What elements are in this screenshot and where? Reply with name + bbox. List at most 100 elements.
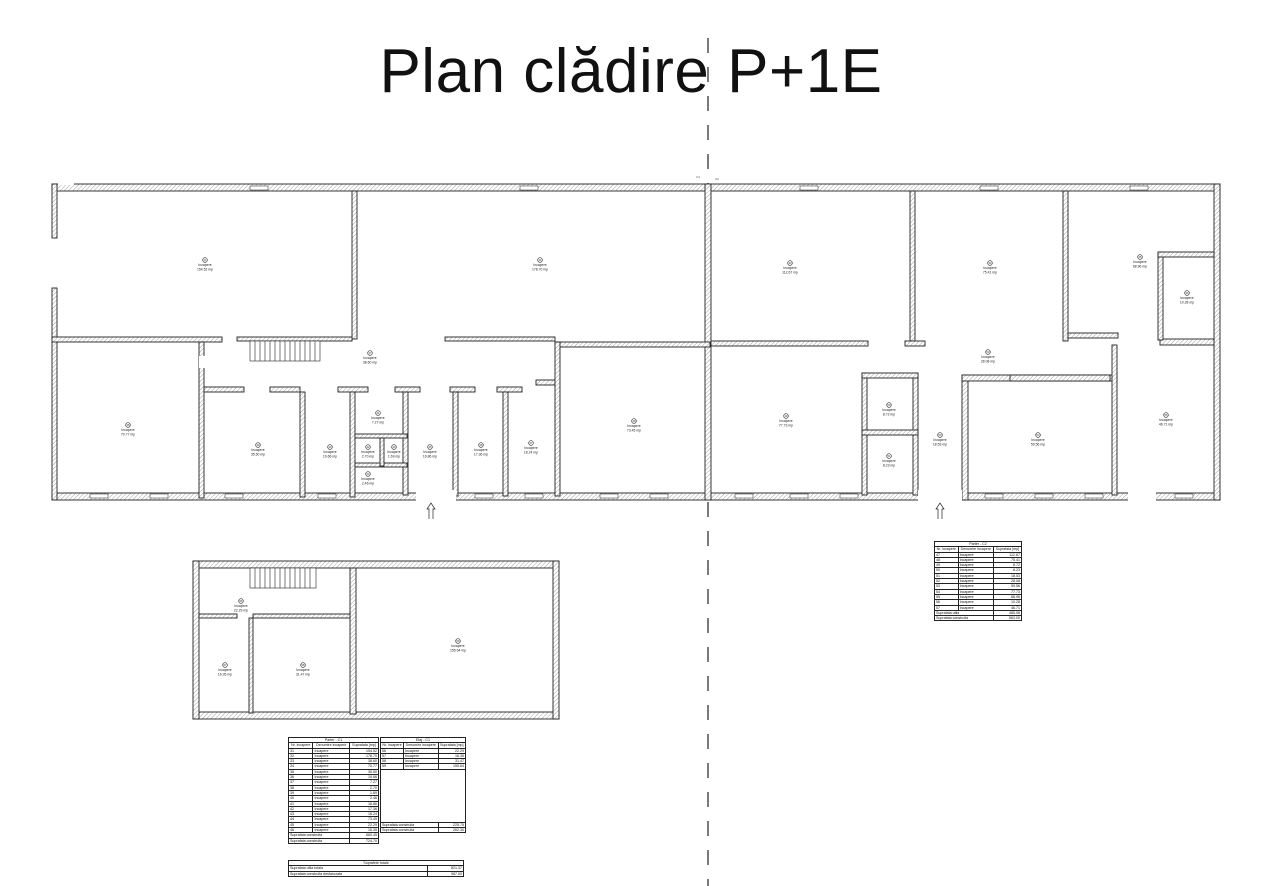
wall-v5: [198, 341, 205, 499]
window-marks: [89, 185, 1194, 499]
room-number: 32: [539, 258, 542, 262]
room-type: Incapere: [423, 450, 436, 454]
room-area: 75.41 mp: [983, 271, 997, 275]
room-number: 36: [1186, 291, 1189, 295]
room-type: Incapere: [361, 477, 374, 481]
room-number: 46: [480, 443, 483, 447]
room-number: 43: [393, 445, 396, 449]
room-type: Incapere: [121, 428, 134, 432]
room-area: 28.08 mp: [981, 360, 995, 364]
marker-c1: C1: [696, 175, 700, 179]
room-type: Incapere: [323, 450, 336, 454]
wall-h16: [496, 386, 523, 393]
wall-v10: [452, 391, 459, 497]
wall-v1: [351, 190, 358, 340]
room-type: Incapere: [1031, 438, 1044, 442]
room-number-circle: [427, 444, 433, 450]
room-type: Incapere: [474, 448, 487, 452]
room-number: 45: [429, 445, 432, 449]
col-header: Nr. incapere: [379, 742, 405, 749]
room-number: 50: [888, 403, 891, 407]
table-etaj-c1: Etaj - C1 Nr. incapere Denumire incapere…: [379, 736, 467, 834]
col-header: Suprafata [mp]: [992, 546, 1023, 553]
room-number-circle: [886, 402, 892, 408]
wall-h15: [449, 386, 476, 393]
room-type: Incapere: [779, 419, 792, 423]
col-header: Suprafata [mp]: [437, 742, 467, 749]
room-number-circle: [238, 598, 244, 604]
room-number-circle: [367, 350, 373, 356]
room-number-circle: [1137, 254, 1143, 260]
wall-v4: [1062, 190, 1069, 342]
room-number-circle: [985, 349, 991, 355]
entrance-arrow-left: [426, 502, 436, 519]
room-type: Incapere: [1180, 296, 1193, 300]
total-built-label: Suprafata construita desfasurata: [287, 870, 429, 877]
room-area: 16.35 mp: [218, 673, 232, 677]
room-area: 19.66 mp: [323, 455, 337, 459]
room-type: Incapere: [234, 604, 247, 608]
room-area: 154.52 mp: [197, 268, 213, 272]
wall-h3: [444, 336, 556, 342]
room-number-circle: [222, 662, 228, 668]
room-area: 10.28 mp: [1180, 301, 1194, 305]
plan-title: Plan clădire P+1E: [379, 37, 883, 106]
wall-h2: [236, 336, 353, 342]
room-number: 35: [1139, 255, 1142, 259]
wall-v15: [961, 374, 969, 501]
room-number-circle: [1035, 432, 1041, 438]
room-area: 1.69 mp: [388, 455, 400, 459]
outer-wall-right: [1213, 183, 1221, 501]
built-value: 563.00: [992, 615, 1023, 622]
wall-v16: [1111, 344, 1118, 496]
room-number: 54: [1037, 433, 1040, 437]
room-number: 55: [1165, 413, 1168, 417]
room-type: Incapere: [387, 450, 400, 454]
room-type: Incapere: [296, 668, 309, 672]
outer-wall-left-lower: [51, 287, 58, 501]
wall-h9: [203, 386, 245, 393]
room-number-circle: [202, 257, 208, 263]
room-type: Incapere: [363, 356, 376, 360]
col-header: Suprafata [mp]: [348, 742, 380, 749]
room-area: 70.77 mp: [121, 433, 135, 437]
room-type: Incapere: [451, 644, 464, 648]
room-number: 40: [329, 445, 332, 449]
wall-h22: [1157, 251, 1215, 258]
room-area: 31.47 mp: [296, 673, 310, 677]
room-number-circle: [787, 260, 793, 266]
room-number: 31: [204, 258, 207, 262]
room-number-circle: [478, 442, 484, 448]
room-number: 56: [240, 599, 243, 603]
room-number: 52: [939, 433, 942, 437]
room-type: Incapere: [371, 416, 384, 420]
total-built-value: 987.00: [427, 870, 464, 877]
col-header: Denumire incapere: [403, 742, 439, 749]
wall-h4: [554, 341, 711, 348]
room-type: Incapere: [983, 266, 996, 270]
room-area: 18.24 mp: [524, 451, 538, 455]
col-header: Nr. incapere: [934, 546, 959, 553]
room-area: 2.46 mp: [362, 482, 374, 486]
wall-h12: [394, 386, 421, 393]
room-area: 2.70 mp: [362, 455, 374, 459]
wall-h18: [861, 372, 919, 379]
room-area: 18.53 mp: [933, 443, 947, 447]
room-area: 8.72 mp: [883, 413, 895, 417]
table-suprafete-totale: Suprafete totale Suprafata utila totala …: [287, 859, 464, 877]
room-number-circle: [327, 444, 333, 450]
wall-v7: [349, 391, 356, 498]
